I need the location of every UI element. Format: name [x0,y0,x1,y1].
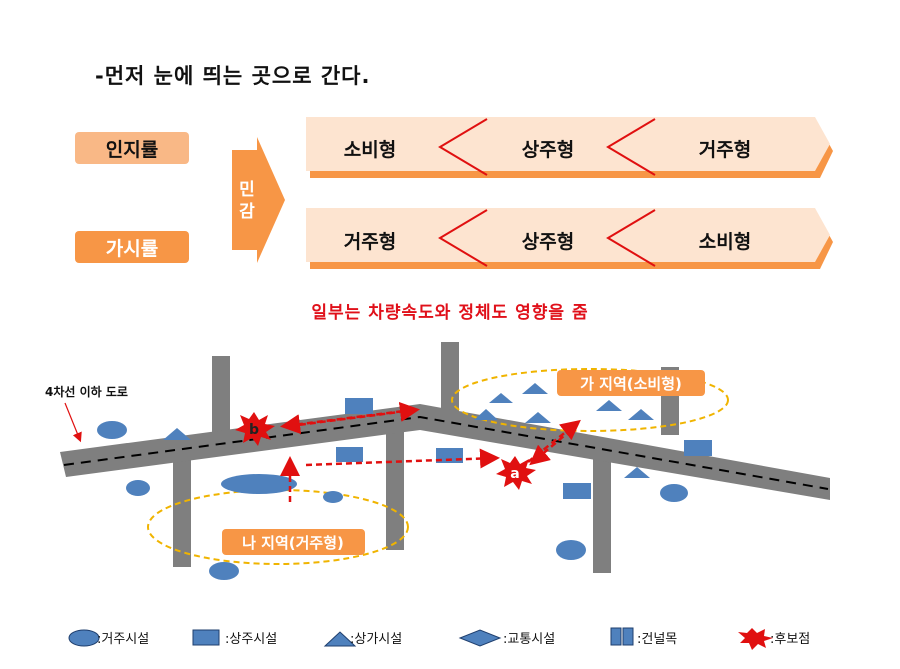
commercial-facility [525,412,551,423]
band2-item-3: 소비형 [699,231,751,253]
commercial-facility [624,467,650,478]
commercial-facility [522,383,548,394]
sensitive-arrow: 민 감 [232,137,285,263]
legend-transit-icon [458,629,502,647]
route-arrow [529,429,572,466]
residential-facility [660,484,688,502]
legend-commercial-icon [323,631,357,647]
legend-crosswalk-icon [610,627,622,646]
traffic-note: 일부는 차량속도와 정체도 영향을 줌 [311,303,589,323]
sensitive-text-1: 민 [239,180,255,200]
page-title: -먼저 눈에 띄는 곳으로 간다. [95,64,371,88]
residential-facility [126,480,150,496]
residential-facility [209,562,239,580]
side-road [441,342,459,412]
route-arrow [305,448,500,469]
zone-na-label: 나 지역(거주형) [242,534,344,552]
legend-office-icon [192,629,220,646]
side-road [212,356,230,436]
commercial-facility [596,400,622,411]
office-facility [345,398,373,414]
zone-ga-label: 가 지역(소비형) [580,375,682,393]
legend-commercial-label: :상가시설 [350,632,402,647]
commercial-facility [489,393,513,403]
commercial-facility [474,409,498,420]
side-road [386,425,404,550]
legend-candidate-label: :후보점 [770,632,810,647]
band2-item-1: 거주형 [344,231,396,253]
residential-facility [323,491,343,503]
office-facility [684,440,712,456]
order-band-recognition: 소비형 상주형 거주형 [306,117,833,178]
candidate-b-label: b [249,422,259,438]
visibility-label: 가시률 [75,231,189,263]
sensitive-text-2: 감 [239,202,255,222]
zone-ga-boundary [451,368,729,432]
legend: :거주시설 :상주시설 :상가시설 :교통시설 :건널목 :후보점 [68,627,810,650]
legend-transit-label: :교통시설 [503,632,555,647]
residential-facility [556,540,586,560]
candidate-a-label: a [510,466,519,482]
legend-candidate-icon [738,628,773,650]
candidate-point-b: b [235,412,275,446]
office-facility [563,483,591,499]
legend-crosswalk-icon [622,627,634,646]
band1-item-2: 상주형 [522,139,574,161]
residential-facility [221,474,297,494]
road-map: b a 가 지역(소비형) 나 지역(거주형) 4차선 이하 도로 [45,342,830,580]
residential-facility [97,421,127,439]
band1-item-3: 거주형 [699,139,751,161]
legend-residential-label: :거주시설 [97,632,149,647]
legend-office-label: :상주시설 [225,632,277,647]
road-center-line [63,415,829,490]
office-facility [336,447,363,462]
commercial-facility [163,428,191,440]
recognition-label: 인지률 [75,132,189,164]
side-road [593,455,611,573]
road-label-pointer [64,402,82,443]
band1-item-1: 소비형 [344,139,396,161]
commercial-facility [628,409,654,420]
candidate-point-a: a [496,456,536,490]
route-arrow [280,408,413,435]
road-label: 4차선 이하 도로 [45,384,128,399]
legend-residential-icon [68,629,100,647]
legend-crosswalk-label: :건널목 [637,632,677,647]
side-road [173,455,191,567]
band2-item-2: 상주형 [522,231,574,253]
order-band-visibility: 거주형 상주형 소비형 [306,208,833,269]
